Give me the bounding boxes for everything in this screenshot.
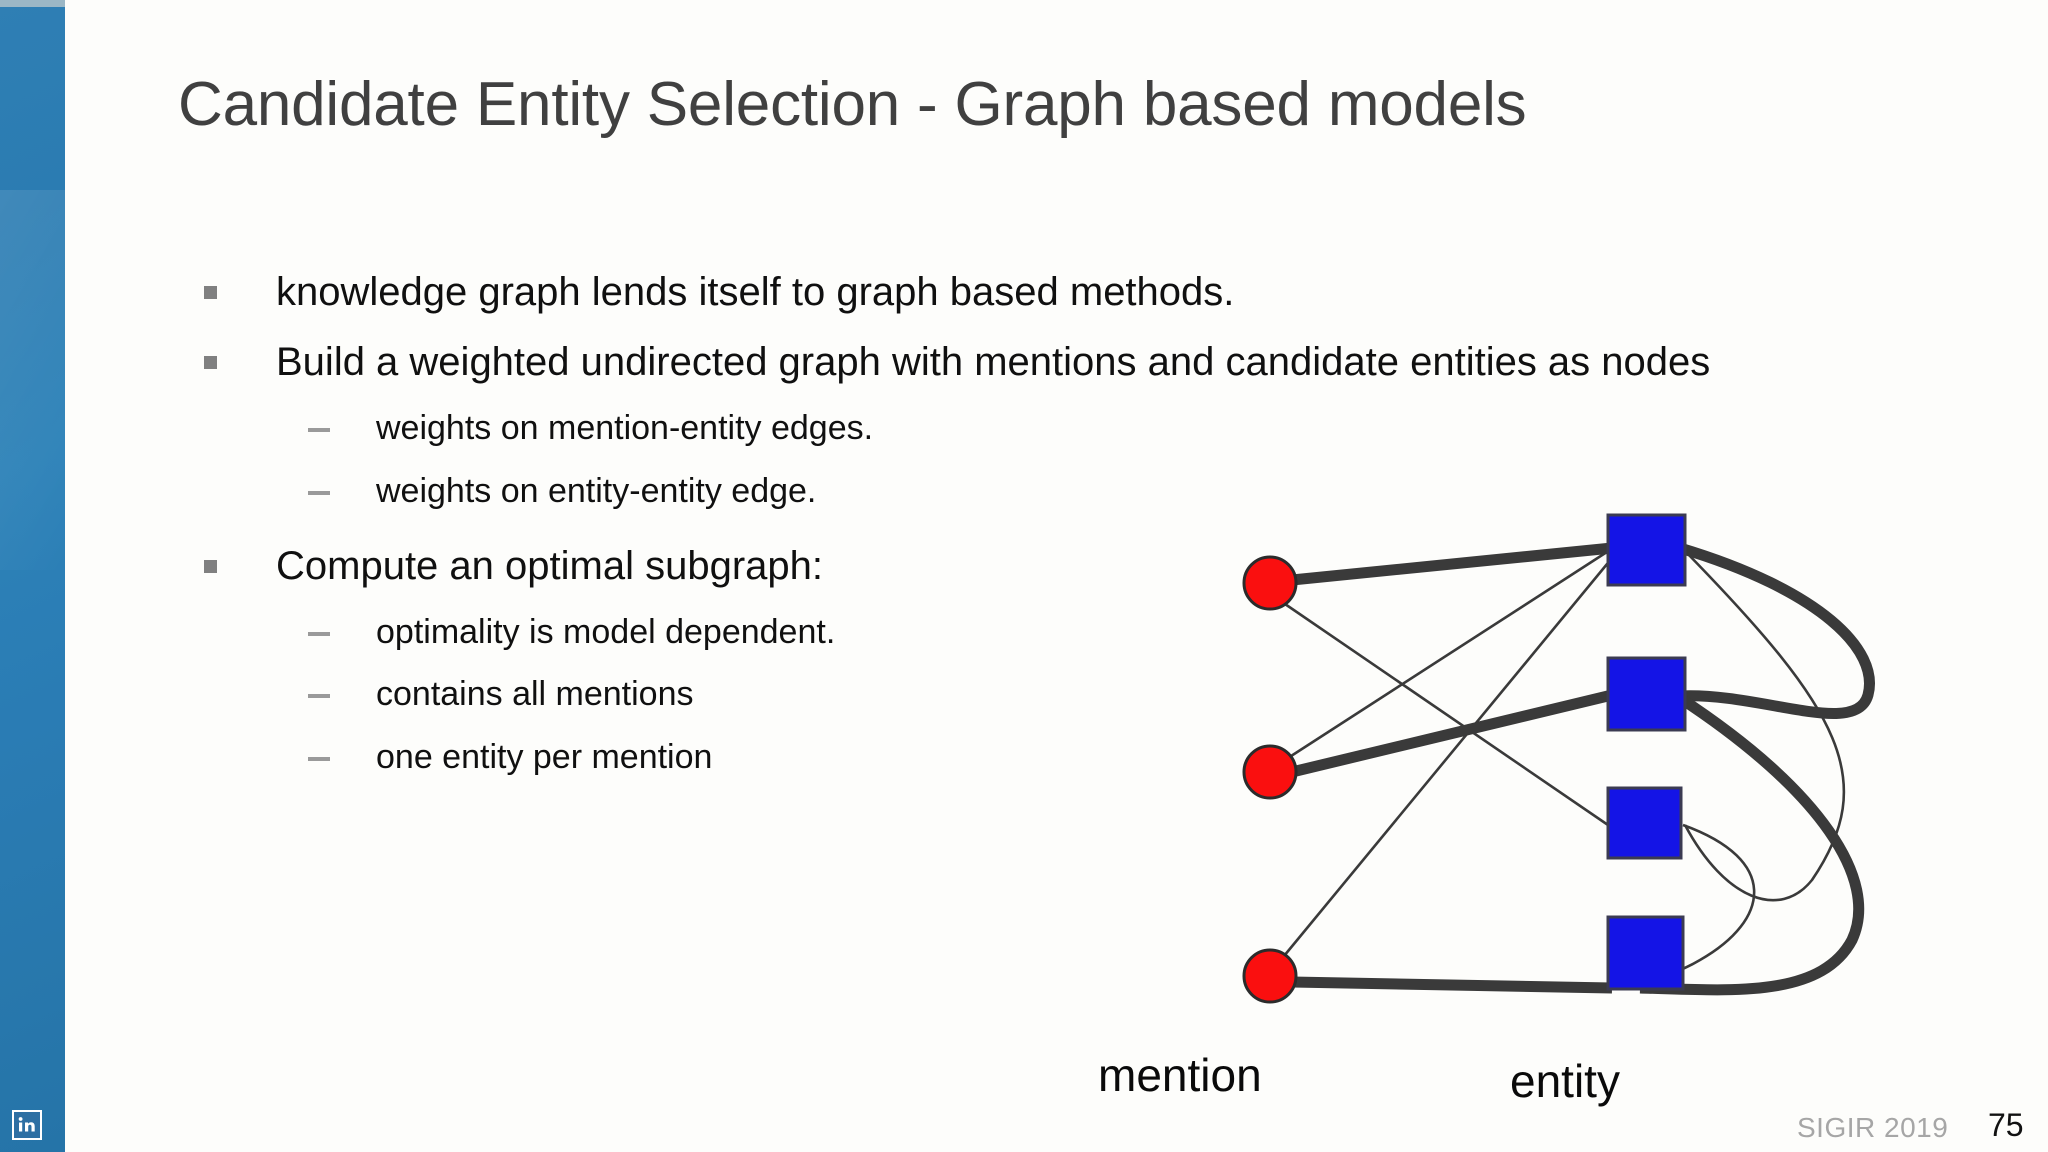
- bullet-list: knowledge graph lends itself to graph ba…: [196, 268, 1916, 800]
- bullet-text: knowledge graph lends itself to graph ba…: [276, 270, 1235, 314]
- graph-diagram: mention entity: [1098, 480, 1970, 1104]
- sub-bullet-item-2: weights on entity-entity edge.: [196, 471, 1916, 512]
- bullet-dash-marker: [308, 757, 330, 762]
- bullet-square-marker: [204, 286, 217, 299]
- bullet-text: Build a weighted undirected graph with m…: [276, 340, 1711, 384]
- bullet-dash-marker: [308, 694, 330, 699]
- graph-nodes: [1242, 513, 1687, 1004]
- bullet-text: contains all mentions: [376, 675, 694, 714]
- bullet-dash-marker: [308, 490, 330, 495]
- sub-bullet-item-3: optimality is model dependent.: [196, 612, 1916, 653]
- edge-e1-e2: [1678, 542, 1875, 719]
- edge-m3-e4: [1291, 976, 1613, 994]
- bullet-square-marker: [204, 559, 217, 573]
- edge-e1-e3: [1683, 551, 1846, 902]
- mention-node-3: [1242, 948, 1298, 1004]
- entity-node-4: [1606, 915, 1685, 991]
- mention-node-2: [1242, 744, 1298, 800]
- figure-label-entity: entity: [1510, 1055, 1620, 1107]
- edge-m2-e1: [1287, 548, 1611, 760]
- bullet-dash-marker: [308, 631, 330, 636]
- edge-m2-e2: [1290, 689, 1614, 778]
- sidebar-accent-bar: [0, 0, 65, 1152]
- bullet-text: optimality is model dependent.: [376, 612, 836, 651]
- bullet-item-3: Compute an optimal subgraph:: [196, 542, 1916, 590]
- entity-node-3: [1606, 786, 1683, 860]
- bullet-square-marker: [204, 356, 217, 369]
- entity-node-2: [1606, 656, 1687, 732]
- bullet-text: one entity per mention: [376, 738, 713, 777]
- sidebar-top-edge: [0, 0, 65, 7]
- footer-page-number: 75: [1988, 1107, 2024, 1143]
- linkedin-logo: [12, 1110, 42, 1140]
- sub-bullet-item-4: contains all mentions: [196, 674, 1916, 715]
- bullet-text: Compute an optimal subgraph:: [276, 543, 823, 588]
- sub-bullet-item-1: weights on mention-entity edges.: [196, 408, 1916, 449]
- edge-m1-e3: [1284, 602, 1609, 827]
- page-title: Candidate Entity Selection - Graph based…: [178, 70, 1527, 139]
- edge-e2-e4: [1639, 693, 1865, 996]
- bullet-text: weights on entity-entity edge.: [376, 471, 817, 510]
- footer-conference-label: SIGIR 2019: [1797, 1112, 1949, 1143]
- sidebar-sheen: [0, 190, 65, 570]
- bullet-item-1: knowledge graph lends itself to graph ba…: [196, 268, 1916, 316]
- mention-node-1: [1242, 555, 1298, 611]
- bullet-text: weights on mention-entity edges.: [376, 409, 874, 447]
- sub-bullet-item-5: one entity per mention: [196, 737, 1916, 778]
- bullet-item-2: Build a weighted undirected graph with m…: [196, 338, 1916, 386]
- figure-label-mention: mention: [1098, 1049, 1262, 1101]
- edge-m3-e1: [1282, 557, 1614, 957]
- graph-edges: [1282, 542, 1875, 996]
- bullet-dash-marker: [308, 428, 330, 432]
- entity-node-1: [1606, 513, 1687, 587]
- graph-svg: [1242, 513, 1875, 1004]
- edge-m1-e1: [1291, 542, 1613, 586]
